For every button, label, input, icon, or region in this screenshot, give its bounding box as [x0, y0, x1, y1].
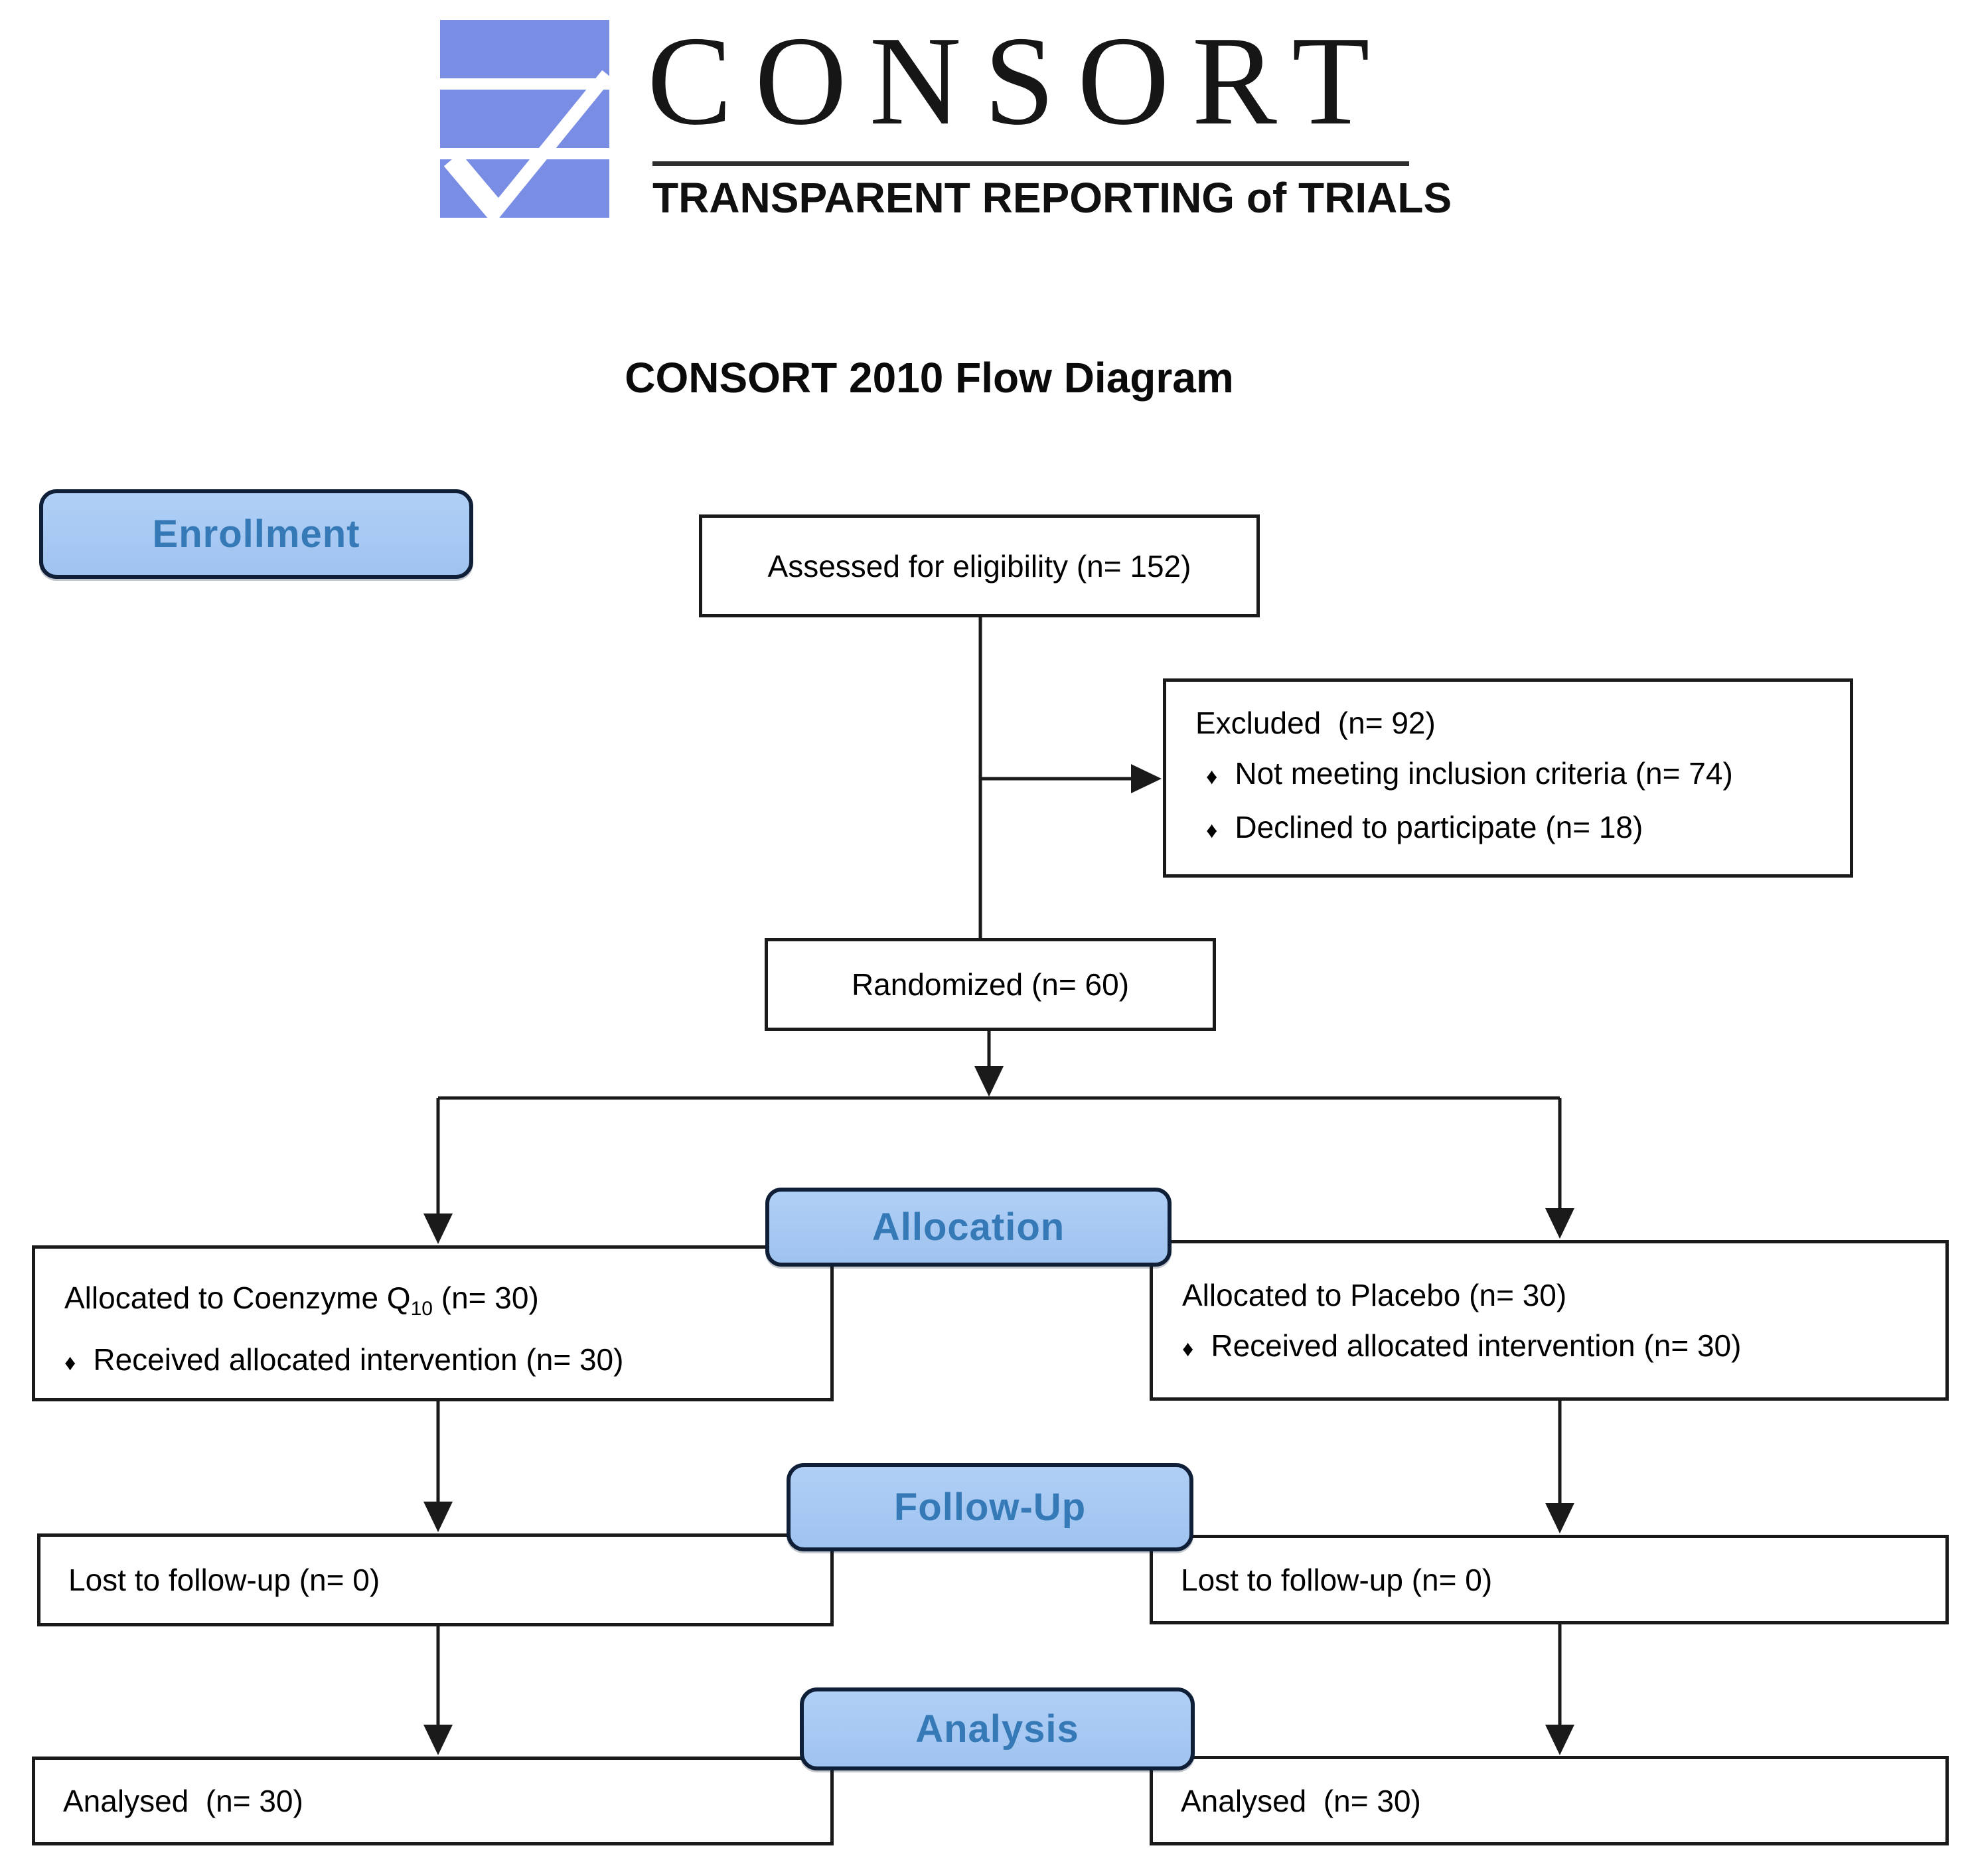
node-analysed-left: Analysed (n= 30)	[32, 1757, 834, 1845]
node-excluded-bullet-2: ♦ Declined to participate (n= 18)	[1195, 802, 1834, 856]
node-assessed-text: Assessed for eligibility (n= 152)	[767, 548, 1191, 584]
node-assessed: Assessed for eligibility (n= 152)	[699, 514, 1260, 617]
consort-logo-mark	[440, 20, 609, 219]
node-excluded-bullet-1-text: Not meeting inclusion criteria (n= 74)	[1235, 756, 1733, 791]
node-lost-right: Lost to follow-up (n= 0)	[1150, 1535, 1949, 1624]
node-allocated-coenzyme-title: Allocated to Coenzyme Q10 (n= 30)	[64, 1273, 814, 1334]
node-allocated-coenzyme-title-prefix: Allocated to Coenzyme Q	[64, 1281, 411, 1315]
node-lost-right-text: Lost to follow-up (n= 0)	[1181, 1562, 1493, 1597]
node-lost-left: Lost to follow-up (n= 0)	[37, 1533, 834, 1626]
stage-followup: Follow-Up	[787, 1463, 1193, 1551]
node-excluded: Excluded (n= 92) ♦ Not meeting inclusion …	[1163, 678, 1853, 878]
page-title: CONSORT 2010 Flow Diagram	[625, 354, 1234, 402]
node-excluded-bullet-2-text: Declined to participate (n= 18)	[1235, 810, 1643, 844]
node-excluded-title: Excluded (n= 92)	[1195, 706, 1436, 740]
node-allocated-placebo-title: Allocated to Placebo (n= 30)	[1182, 1278, 1567, 1312]
node-analysed-left-text: Analysed (n= 30)	[63, 1784, 303, 1818]
node-analysed-right-text: Analysed (n= 30)	[1181, 1783, 1421, 1818]
diamond-bullet-icon: ♦	[1206, 818, 1218, 843]
diamond-bullet-icon: ♦	[1206, 764, 1218, 789]
node-allocated-coenzyme-bullet-text: Received allocated intervention (n= 30)	[93, 1342, 624, 1377]
node-excluded-bullet-1: ♦ Not meeting inclusion criteria (n= 74)	[1195, 748, 1834, 802]
logo-tagline: TRANSPARENT REPORTING of TRIALS	[652, 174, 1452, 222]
node-allocated-coenzyme-title-suffix: (n= 30)	[432, 1281, 539, 1315]
stage-enrollment: Enrollment	[39, 489, 473, 579]
node-allocated-placebo: Allocated to Placebo (n= 30) ♦ Received a…	[1150, 1240, 1949, 1401]
node-allocated-placebo-bullet: ♦ Received allocated intervention (n= 30)	[1182, 1320, 1930, 1374]
node-lost-left-text: Lost to follow-up (n= 0)	[68, 1563, 380, 1597]
node-allocated-placebo-bullet-text: Received allocated intervention (n= 30)	[1211, 1328, 1742, 1363]
stage-followup-label: Follow-Up	[893, 1486, 1087, 1529]
stage-enrollment-label: Enrollment	[152, 512, 360, 556]
node-analysed-right: Analysed (n= 30)	[1150, 1756, 1949, 1845]
consort-wordmark: CONSORT	[647, 10, 1393, 151]
stage-allocation-label: Allocation	[871, 1206, 1065, 1249]
stage-analysis-label: Analysis	[915, 1707, 1079, 1751]
stage-analysis: Analysis	[800, 1687, 1195, 1770]
logo-divider	[652, 161, 1409, 166]
diamond-bullet-icon: ♦	[1182, 1336, 1194, 1362]
node-randomized: Randomized (n= 60)	[765, 938, 1216, 1031]
diamond-bullet-icon: ♦	[64, 1350, 76, 1376]
node-randomized-text: Randomized (n= 60)	[851, 967, 1130, 1002]
stage-allocation: Allocation	[765, 1188, 1172, 1267]
node-allocated-coenzyme: Allocated to Coenzyme Q10 (n= 30) ♦ Recei…	[32, 1245, 834, 1401]
node-allocated-coenzyme-title-subscript: 10	[410, 1298, 433, 1320]
node-allocated-coenzyme-bullet: ♦ Received allocated intervention (n= 30)	[64, 1334, 814, 1388]
